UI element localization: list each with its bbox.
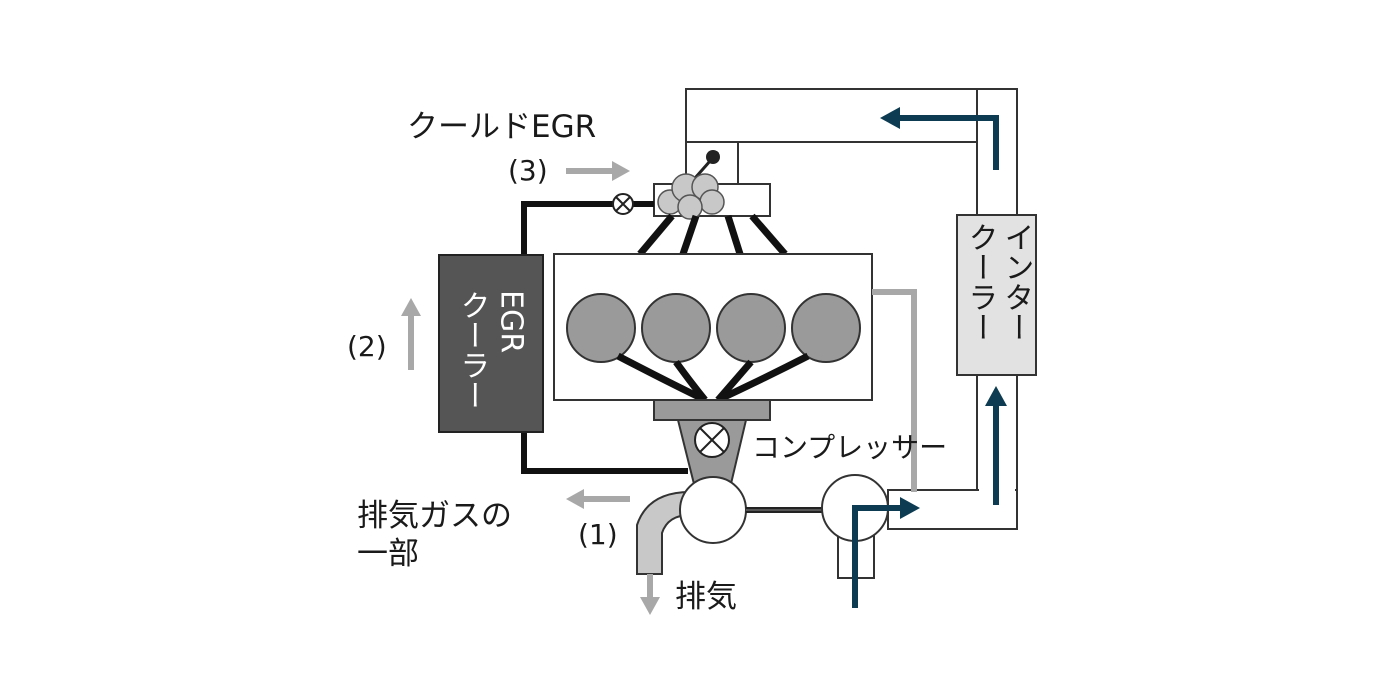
exhaust-label: 排気: [675, 579, 737, 615]
egr-return-path: [521, 432, 688, 474]
step3-label: (3): [508, 154, 548, 187]
egr-cooler: EGR クーラー: [438, 254, 544, 433]
cooled-egr-label: クールドEGR: [407, 109, 596, 145]
intercooler-label-inter: インター: [999, 222, 1034, 342]
exhaust-manifold: [653, 399, 771, 421]
cylinder-3: [716, 293, 786, 363]
intake-flow-arrows: [852, 115, 999, 608]
exhaust-runners: [616, 352, 810, 404]
egr-path: [521, 201, 654, 256]
step2-label: (2): [347, 330, 387, 363]
intake-arrow-head-right: [900, 497, 920, 519]
egr-cloud-icon: [657, 173, 725, 220]
gray-step-arrows: [408, 168, 653, 600]
cylinder-1: [566, 293, 636, 363]
intercooler: インター クーラー: [956, 214, 1037, 376]
step1-label: (1): [578, 518, 618, 551]
egr-valve-icon: [612, 193, 634, 215]
turbine: [679, 476, 747, 544]
exhaust-valve-icon: [694, 422, 730, 458]
egr-cooler-label-egr: EGR: [494, 290, 529, 353]
cylinders: [566, 293, 861, 363]
cylinder-4: [791, 293, 861, 363]
compressor-label: コンプレッサー: [752, 431, 947, 464]
intake-arrow-head-left: [880, 107, 900, 129]
exhaust-gas-part-label-line1: 排気ガスの: [357, 498, 512, 534]
compressor-gray-line: [872, 289, 917, 492]
intake-runners: [637, 213, 788, 257]
cylinder-2: [641, 293, 711, 363]
intercooler-label-cooler: クーラー: [963, 222, 998, 342]
intake-arrow-head-up: [985, 386, 1007, 406]
egr-cooler-label-cooler: クーラー: [455, 290, 490, 410]
exhaust-gas-part-label-line2: 一部: [357, 536, 419, 572]
